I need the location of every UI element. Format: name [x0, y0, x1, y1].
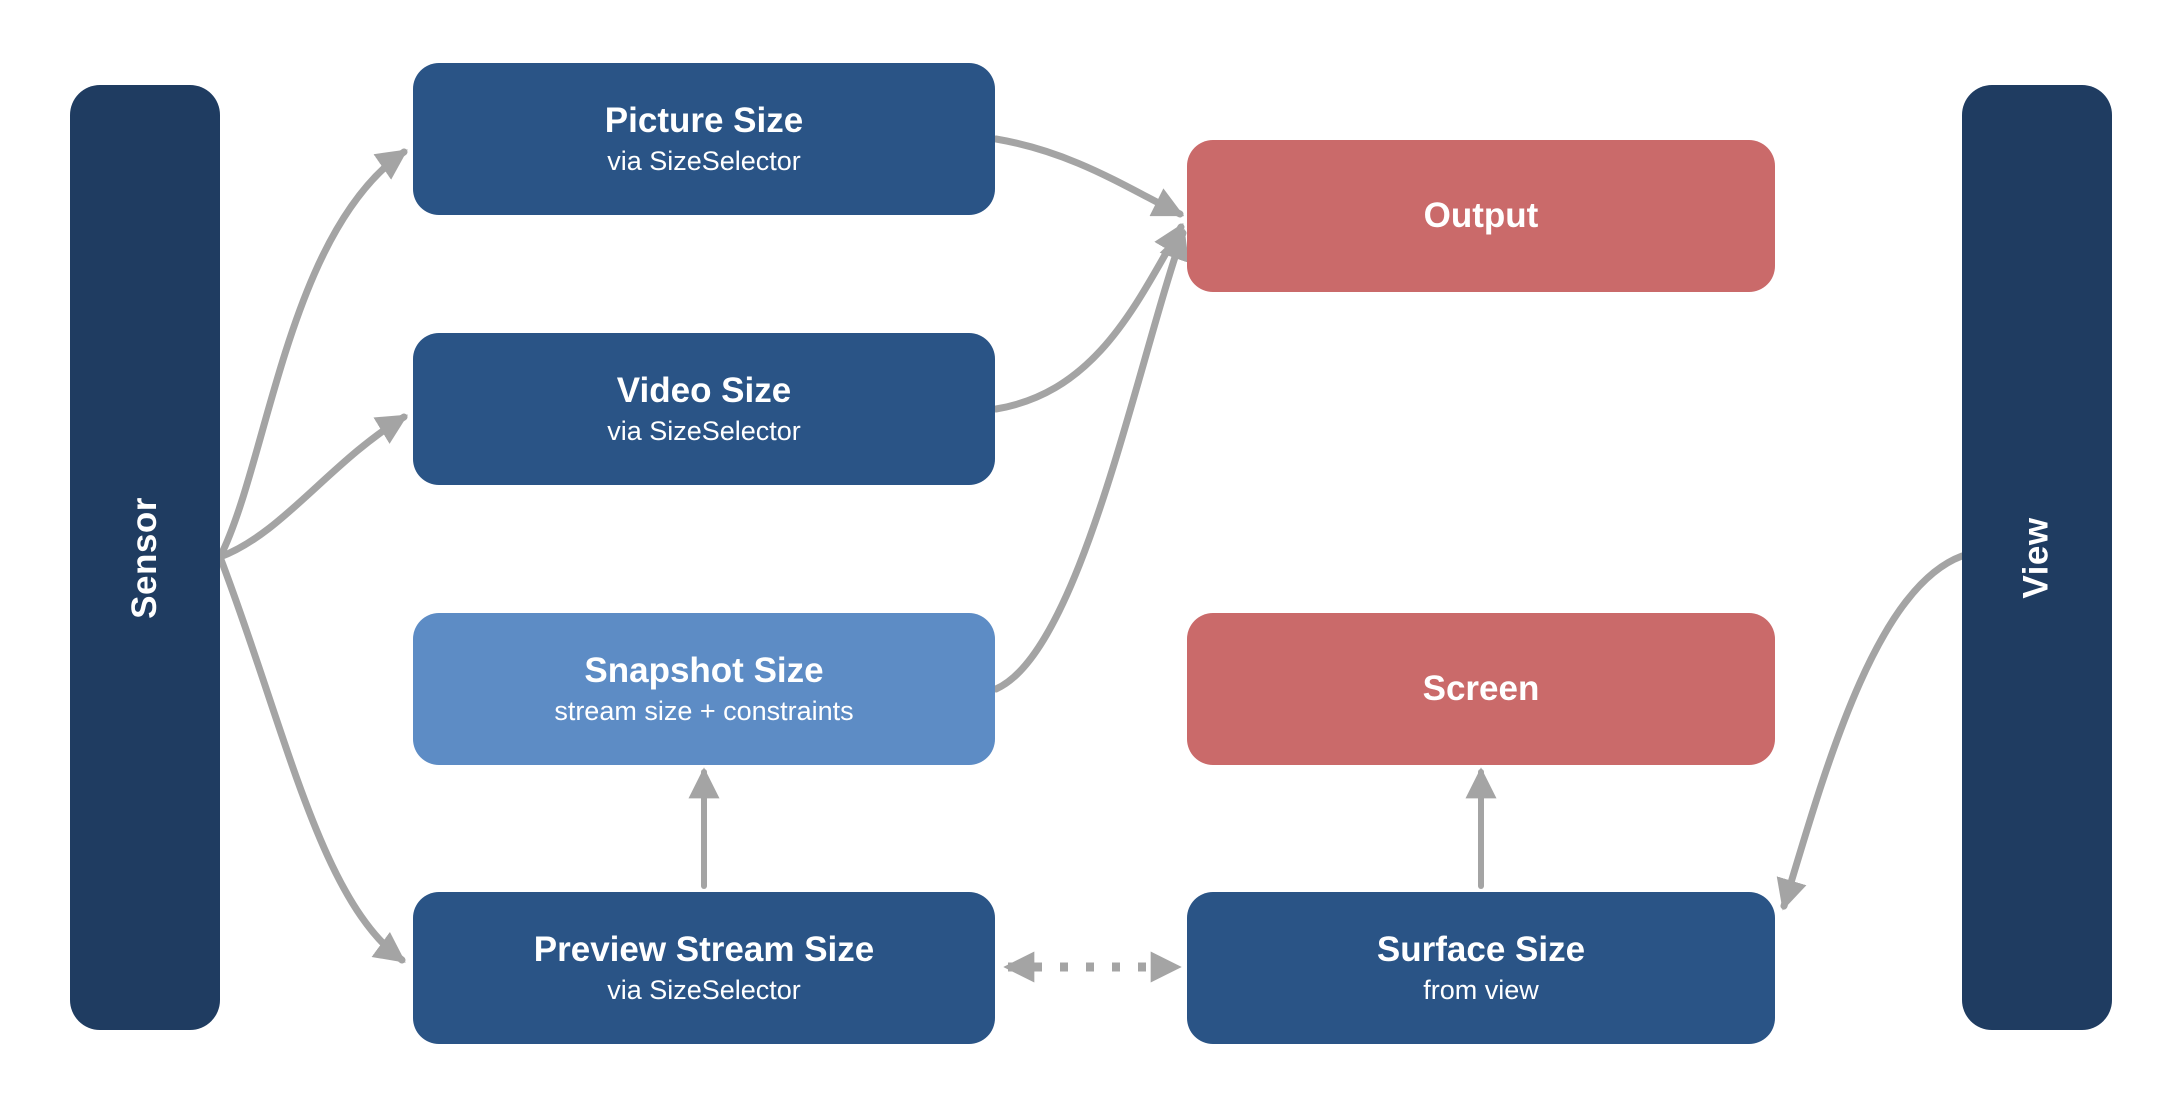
node-title: Screen	[1422, 668, 1540, 708]
node-title: Preview Stream Size	[533, 929, 875, 969]
node-title: Picture Size	[604, 100, 804, 140]
node-subtitle: from view	[1423, 975, 1539, 1006]
rail-view: View	[1962, 85, 2112, 1030]
edge-sensor-to-picture	[216, 148, 408, 561]
node-output: Output	[1187, 140, 1775, 292]
edge-picture-to-output	[992, 135, 1185, 218]
edge-sensor-to-preview	[216, 553, 406, 964]
node-snapshot-size: Snapshot Size stream size + constraints	[413, 613, 995, 765]
rail-sensor: Sensor	[70, 85, 220, 1030]
node-video-size: Video Size via SizeSelector	[413, 333, 995, 485]
node-screen: Screen	[1187, 613, 1775, 765]
node-subtitle: via SizeSelector	[607, 146, 801, 177]
node-subtitle: via SizeSelector	[607, 416, 801, 447]
node-title: Snapshot Size	[584, 650, 824, 690]
node-subtitle: via SizeSelector	[607, 975, 801, 1006]
node-preview-stream-size: Preview Stream Size via SizeSelector	[413, 892, 995, 1044]
node-title: Video Size	[616, 370, 792, 410]
node-title: Surface Size	[1376, 929, 1586, 969]
edge-sensor-to-video	[216, 413, 408, 561]
rail-sensor-label: Sensor	[125, 496, 164, 619]
edge-snapshot-to-output	[992, 228, 1189, 693]
rail-view-label: View	[2016, 516, 2056, 599]
node-subtitle: stream size + constraints	[554, 696, 854, 727]
node-picture-size: Picture Size via SizeSelector	[413, 63, 995, 215]
node-surface-size: Surface Size from view	[1187, 892, 1775, 1044]
node-title: Output	[1423, 195, 1539, 235]
edge-view-to-surface	[1776, 552, 1966, 911]
